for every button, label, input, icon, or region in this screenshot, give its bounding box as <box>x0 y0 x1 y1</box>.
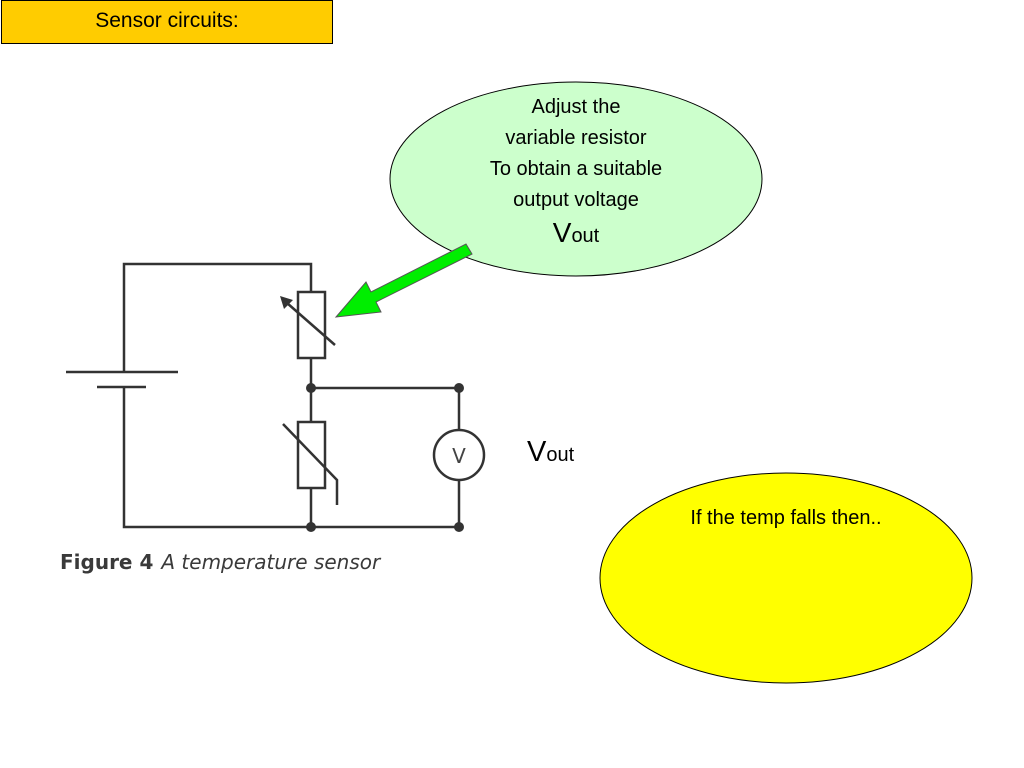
circuit-wires <box>122 262 461 529</box>
callout-top-vout-sub: out <box>571 225 600 247</box>
variable-resistor-symbol <box>280 290 336 360</box>
vout-label-main: V <box>527 436 547 468</box>
vout-label-sub: out <box>546 444 575 466</box>
figure-number: Figure 4 <box>60 550 154 574</box>
callout-bottom-bubble <box>599 472 973 684</box>
vout-label: Vout <box>527 436 574 469</box>
callout-bottom-text: If the temp falls then.. <box>690 507 882 529</box>
callout-top-vout-main: V <box>552 217 572 248</box>
pointer-arrow <box>334 243 473 318</box>
slide-title: Sensor circuits: <box>1 0 333 44</box>
thermistor-symbol <box>282 420 339 505</box>
callout-top-line-3: To obtain a suitable <box>489 158 663 180</box>
callout-top-bubble <box>389 81 763 277</box>
slide-title-text: Sensor circuits: <box>95 9 239 32</box>
callout-top-line-2: variable resistor <box>505 127 647 149</box>
callout-top-text: Adjust the variable resistor To obtain a… <box>390 92 762 253</box>
figure-caption-text: A temperature sensor <box>161 550 381 574</box>
callout-top-vout: Vout <box>390 216 762 253</box>
voltmeter-symbol: V <box>432 428 486 482</box>
figure-caption: Figure 4 A temperature sensor <box>60 550 380 575</box>
callout-top-line-4: output voltage <box>513 189 639 211</box>
voltmeter-label: V <box>452 444 466 468</box>
battery-symbol <box>66 370 178 389</box>
junction-dots <box>306 383 464 532</box>
callout-top-line-1: Adjust the <box>531 96 621 118</box>
